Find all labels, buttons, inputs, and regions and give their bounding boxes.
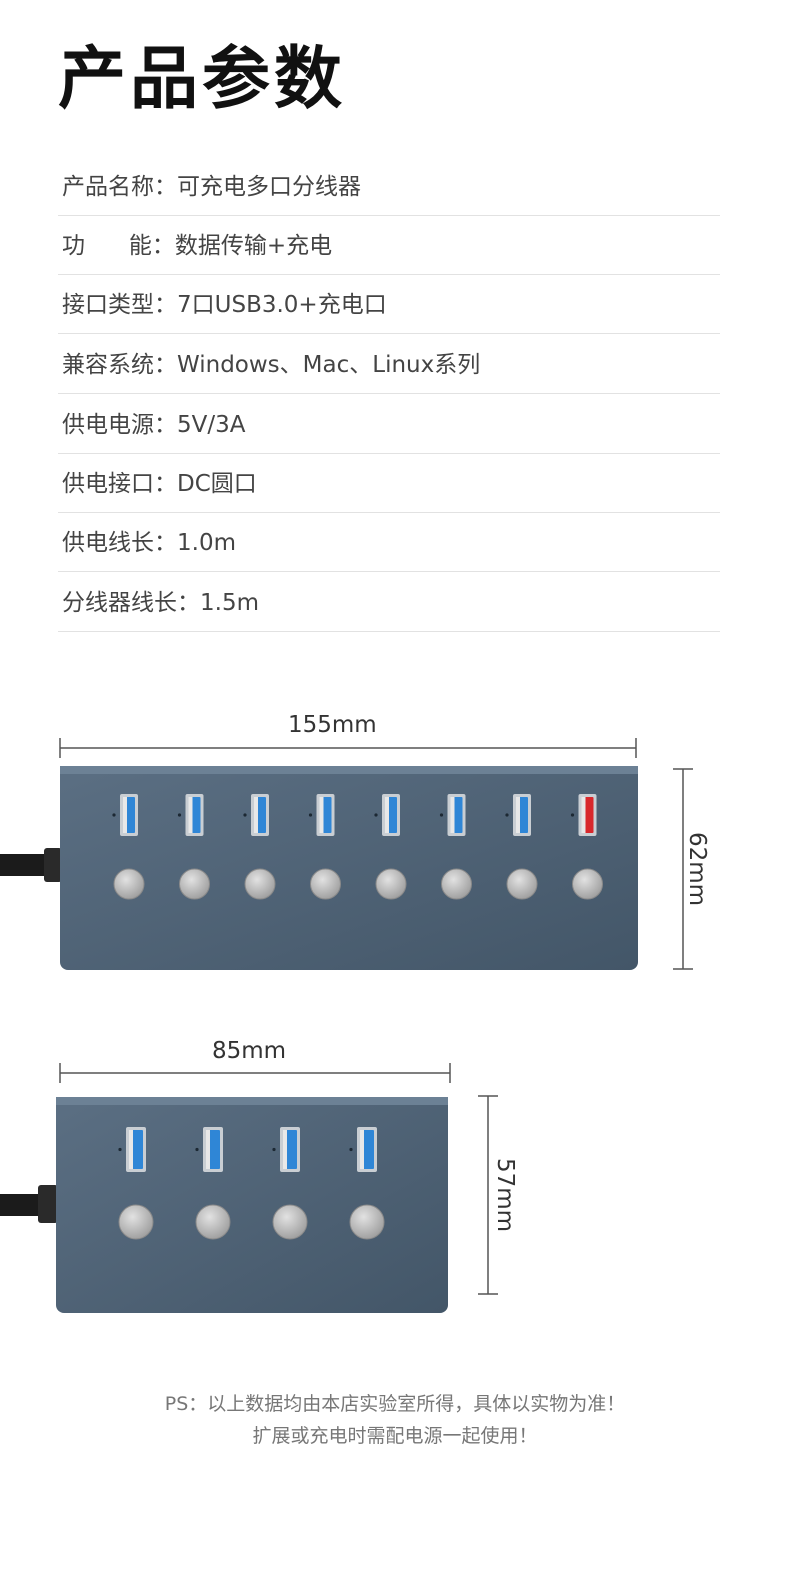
small-hub-ports xyxy=(118,1127,385,1240)
spec-row-os: 兼容系统：Windows、Mac、Linux系列 xyxy=(58,334,720,394)
spec-text: 产品名称：可充电多口分线器 xyxy=(62,174,361,200)
charge-port-icon xyxy=(570,794,597,836)
spec-text: 供电电源：5V/3A xyxy=(62,412,246,438)
spec-row-port-type: 接口类型：7口USB3.0+充电口 xyxy=(58,274,720,334)
spec-text: 分线器线长：1.5m xyxy=(62,590,259,616)
usb-port-icon xyxy=(112,794,138,836)
large-width-dimension xyxy=(59,738,637,758)
spec-row-hub-cable: 分线器线长：1.5m xyxy=(58,572,720,632)
usb-port-icon xyxy=(308,794,335,836)
usb-port-icon xyxy=(505,794,531,836)
ps-note-line1: PS：以上数据均由本店实验室所得，具体以实物为准！ xyxy=(164,1393,626,1415)
large-height-label: 62mm xyxy=(684,831,711,907)
power-button-icon xyxy=(375,868,407,900)
spec-text: 供电线长：1.0m xyxy=(62,530,236,556)
ps-note-line2: 扩展或充电时需配电源一起使用！ xyxy=(252,1425,538,1447)
usb-port-icon xyxy=(272,1127,300,1172)
power-button-icon xyxy=(113,868,145,900)
power-button-icon xyxy=(272,1204,308,1240)
large-height-dimension xyxy=(673,768,693,970)
power-button-icon xyxy=(441,868,472,900)
spec-row-product-name: 产品名称：可充电多口分线器 xyxy=(58,156,720,216)
small-width-label: 85mm xyxy=(212,1038,287,1064)
power-button-icon xyxy=(349,1204,385,1240)
spec-text: 功 能：数据传输+充电 xyxy=(62,233,333,259)
spec-text: 接口类型：7口USB3.0+充电口 xyxy=(62,292,387,318)
power-button-icon xyxy=(179,868,210,900)
power-button-icon xyxy=(572,868,603,900)
spec-row-power: 供电电源：5V/3A xyxy=(58,394,720,454)
power-button-icon xyxy=(244,868,276,900)
power-button-icon xyxy=(506,868,538,900)
usb-port-icon xyxy=(374,794,400,836)
large-hub-cable xyxy=(0,848,62,882)
power-button-icon xyxy=(118,1204,154,1240)
usb-port-icon xyxy=(439,794,466,836)
small-hub-cable xyxy=(0,1185,58,1223)
page-title: 产品参数 xyxy=(58,40,347,119)
usb-port-icon xyxy=(118,1127,146,1172)
large-width-label: 155mm xyxy=(288,712,377,738)
usb-port-icon xyxy=(243,794,269,836)
spec-text: 供电接口：DC圆口 xyxy=(62,471,257,497)
small-hub-body xyxy=(56,1097,448,1313)
spec-row-power-port: 供电接口：DC圆口 xyxy=(58,453,720,513)
power-button-icon xyxy=(310,868,341,900)
spec-text: 兼容系统：Windows、Mac、Linux系列 xyxy=(62,352,481,378)
usb-port-icon xyxy=(177,794,204,836)
large-hub-ports xyxy=(112,794,603,900)
spec-row-function: 功 能：数据传输+充电 xyxy=(58,215,720,275)
small-height-label: 57mm xyxy=(492,1157,519,1233)
small-height-dimension xyxy=(478,1095,498,1295)
small-width-dimension xyxy=(59,1063,451,1083)
usb-port-icon xyxy=(349,1127,377,1172)
spec-row-power-cable: 供电线长：1.0m xyxy=(58,512,720,572)
usb-port-icon xyxy=(195,1127,223,1172)
power-button-icon xyxy=(195,1204,231,1240)
large-hub-body xyxy=(60,766,638,970)
